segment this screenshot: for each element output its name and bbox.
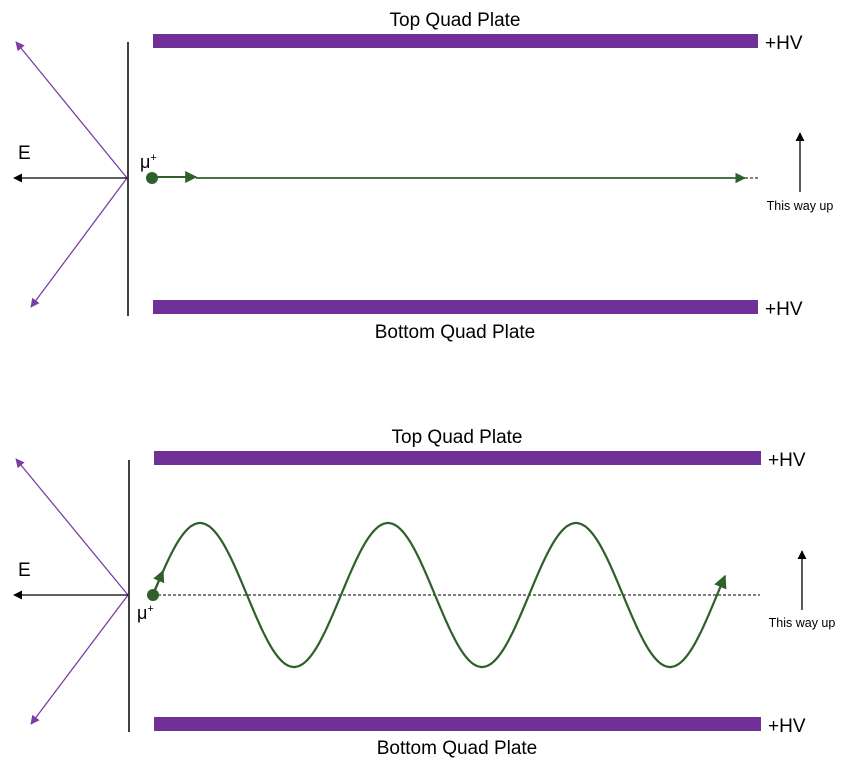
top-voltage-label: +HV <box>768 450 806 471</box>
top-quad-plate <box>154 451 761 465</box>
bottom-quad-plate <box>154 717 761 731</box>
e-field-label: E <box>18 143 31 164</box>
muon-label: μ+ <box>137 603 154 623</box>
top-plate-label: Top Quad Plate <box>392 427 523 448</box>
bottom-quad-plate <box>153 300 758 314</box>
panel-oscillating: Top Quad Plate +HV +HV Bottom Quad Plate… <box>13 427 836 759</box>
bottom-plate-label: Bottom Quad Plate <box>375 322 536 343</box>
reflected-ray-up-arrow <box>15 41 128 179</box>
panel-straight: Top Quad Plate +HV +HV Bottom Quad Plate… <box>13 10 834 343</box>
top-quad-plate <box>153 34 758 48</box>
top-plate-label: Top Quad Plate <box>390 10 521 31</box>
e-field-label: E <box>18 560 31 581</box>
bottom-voltage-label: +HV <box>765 299 803 320</box>
reflected-ray-down-arrow <box>30 594 129 725</box>
bottom-voltage-label: +HV <box>768 716 806 737</box>
reflected-ray-up-arrow <box>15 458 129 596</box>
muon-label: μ+ <box>140 152 157 172</box>
this-way-up-label: This way up <box>769 616 836 630</box>
reflected-ray-down-arrow <box>30 177 128 308</box>
muon-trajectory-oscillating <box>151 521 727 669</box>
this-way-up-label: This way up <box>767 199 834 213</box>
top-voltage-label: +HV <box>765 33 803 54</box>
bottom-plate-label: Bottom Quad Plate <box>377 738 538 759</box>
muon-particle <box>147 589 159 601</box>
